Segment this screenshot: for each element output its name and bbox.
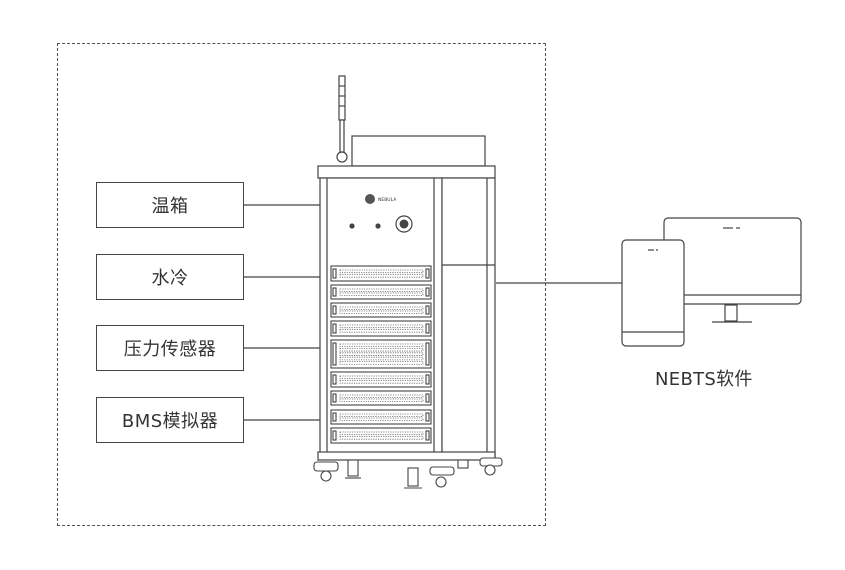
module-vent [339,324,424,329]
module-vent [339,310,424,314]
module-vent [339,292,424,296]
module-vent [339,288,424,292]
brand-logo-text: NEBULA [378,197,397,203]
component-label: 压力传感器 [123,339,217,360]
module-vent [339,352,424,356]
module-handle [332,393,337,403]
rack-module [330,302,432,318]
module-handle [332,412,337,422]
rack-modules [330,265,432,444]
module-handle [425,412,430,422]
module-handle [332,323,337,334]
module-handle [332,374,337,385]
signal-tower-light [338,75,346,121]
component-box-bms-simulator: BMS模拟器 [96,397,244,443]
module-vent [339,380,424,384]
module-vent [339,375,424,380]
component-label: 水冷 [151,268,189,289]
module-handle [332,287,337,297]
caster-wheels [313,457,503,489]
rack-module [330,427,432,444]
software-label: NEBTS软件 [655,369,753,390]
component-box-temperature-chamber: 温箱 [96,182,244,228]
test-system-boundary [57,43,546,526]
module-vent [339,361,424,365]
module-vent [339,306,424,310]
module-handle [332,430,337,441]
module-handle [425,342,430,366]
module-handle [425,287,430,297]
module-handle [425,268,430,279]
module-vent [339,398,424,402]
module-handle [332,305,337,315]
computer-icon [621,217,802,347]
module-handle [425,430,430,441]
module-vent [339,413,424,417]
module-handle [425,393,430,403]
rack-module [330,320,432,337]
component-label: BMS模拟器 [121,411,219,432]
module-handle [332,342,337,366]
brand-logo-icon [365,194,375,204]
component-box-water-cooling: 水冷 [96,254,244,300]
module-vent [339,436,424,440]
module-handle [425,305,430,315]
module-handle [425,374,430,385]
rack-module [330,284,432,300]
component-label: 温箱 [151,196,189,217]
module-vent [339,417,424,421]
module-vent [339,329,424,333]
rack-module [330,339,432,369]
module-vent [339,274,424,278]
module-handle [332,268,337,279]
module-vent [339,347,424,352]
module-vent [339,356,424,361]
rack-module [330,265,432,282]
module-vent [339,269,424,274]
module-handle [425,323,430,334]
rack-module [330,390,432,406]
rack-module [330,409,432,425]
rack-module [330,371,432,388]
module-vent [339,394,424,398]
module-vent [339,343,424,348]
module-vent [339,431,424,436]
pc-tower-icon [621,239,685,347]
component-box-pressure-sensor: 压力传感器 [96,325,244,371]
